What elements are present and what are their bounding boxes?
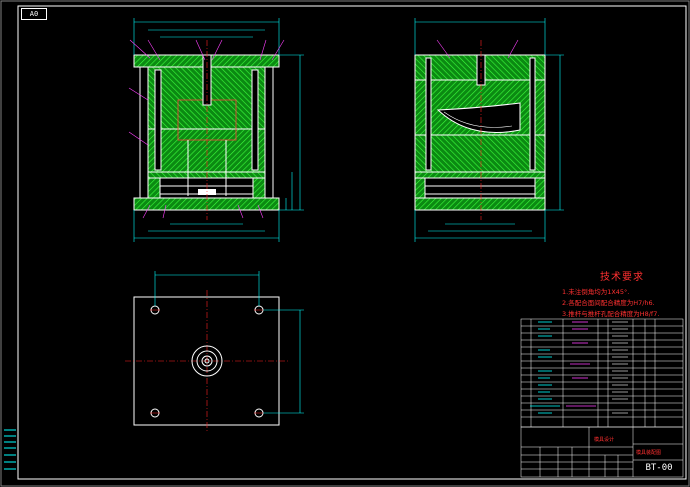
parts-list-material xyxy=(566,321,596,407)
drawing-number: BT-00 xyxy=(645,463,673,473)
front-right-spacer xyxy=(252,177,266,199)
front-support-plate xyxy=(147,171,266,179)
title-block-company: 模具设计 xyxy=(594,437,615,443)
front-view xyxy=(128,18,304,242)
tech-requirement-2: 2.各配合面间配合精度为H7/h6. xyxy=(562,299,655,307)
parts-list xyxy=(520,318,684,428)
front-core-plate xyxy=(147,128,266,173)
tech-requirement-1: 1.未注倒角均为1X45°. xyxy=(562,288,630,296)
tech-requirements-title: 技术要求 xyxy=(600,272,644,283)
title-block-drawing-title: 模具装配图 xyxy=(636,450,662,456)
side-view xyxy=(414,18,564,242)
parts-list-glyphs xyxy=(530,321,560,414)
title-block xyxy=(520,426,684,478)
plan-view xyxy=(125,271,304,432)
front-left-spacer xyxy=(147,177,161,199)
left-margin-marks xyxy=(4,429,16,470)
side-core-plate xyxy=(414,134,546,173)
tech-requirement-3: 3.推杆与推杆孔配合精度为H8/f7. xyxy=(562,310,660,318)
sheet-size-tag: A0 xyxy=(21,8,47,20)
inner-border xyxy=(17,5,687,480)
front-bottom-clamp-plate xyxy=(133,197,280,211)
side-bottom-plate xyxy=(414,197,546,211)
locating-ring xyxy=(191,345,223,377)
